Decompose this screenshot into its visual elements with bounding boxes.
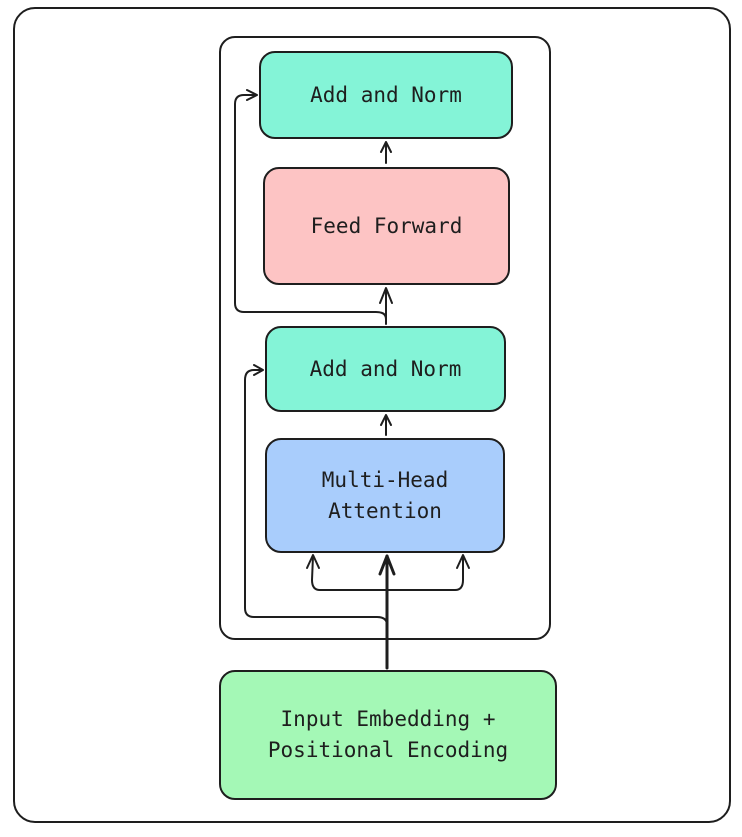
multi-head-attention-block: Multi-Head Attention bbox=[265, 438, 505, 553]
add-and-norm-bottom-label: Add and Norm bbox=[309, 356, 462, 381]
residual-arrow-top bbox=[234, 94, 387, 323]
encoder-block-container bbox=[219, 36, 551, 640]
feed-forward-block: Feed Forward bbox=[263, 167, 510, 285]
residual-arrow-bottom bbox=[244, 369, 388, 641]
add-and-norm-top-label: Add and Norm bbox=[310, 82, 462, 107]
add-and-norm-top-block: Add and Norm bbox=[259, 51, 513, 139]
input-embedding-label: Input Embedding + Positional Encoding bbox=[267, 707, 509, 762]
multi-head-attention-label: Multi-Head Attention bbox=[321, 467, 449, 523]
input-embedding-block: Input Embedding + Positional Encoding bbox=[219, 670, 557, 800]
add-and-norm-bottom-block: Add and Norm bbox=[265, 326, 506, 412]
mha-right-input-arrow bbox=[386, 555, 464, 591]
mha-left-input-arrow bbox=[311, 555, 388, 591]
outer-frame bbox=[13, 7, 731, 823]
feed-forward-label: Feed Forward bbox=[310, 213, 463, 238]
